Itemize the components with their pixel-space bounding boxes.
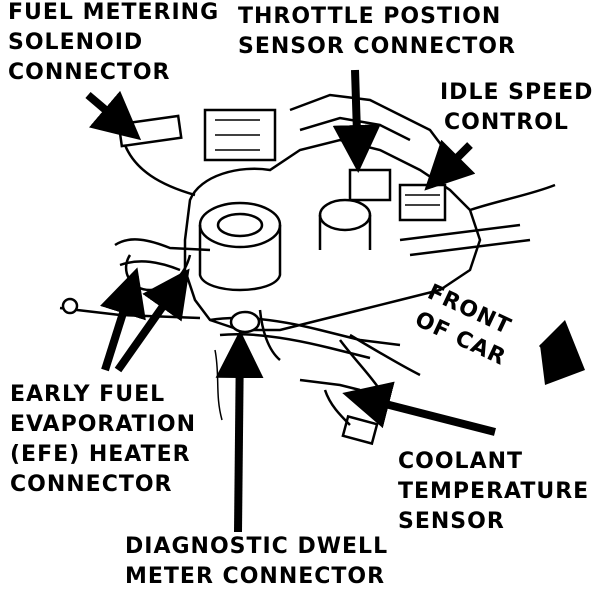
throttle-position-label: THROTTLE POSTION SENSOR CONNECTOR <box>238 4 516 59</box>
coolant-sensor-label: COOLANT TEMPERATURE SENSOR <box>398 449 590 534</box>
efe-heater-label: EARLY FUEL EVAPORATION (EFE) HEATER CONN… <box>10 382 196 497</box>
engine-block-sketch <box>59 93 585 446</box>
leader-arrows <box>85 69 496 533</box>
fuel-metering-label: FUEL METERING SOLENOID CONNECTOR <box>8 0 220 85</box>
dwell-meter-label: DIAGNOSTIC DWELL METER CONNECTOR <box>125 534 389 589</box>
idle-speed-label: IDLE SPEED CONTROL <box>440 80 594 135</box>
